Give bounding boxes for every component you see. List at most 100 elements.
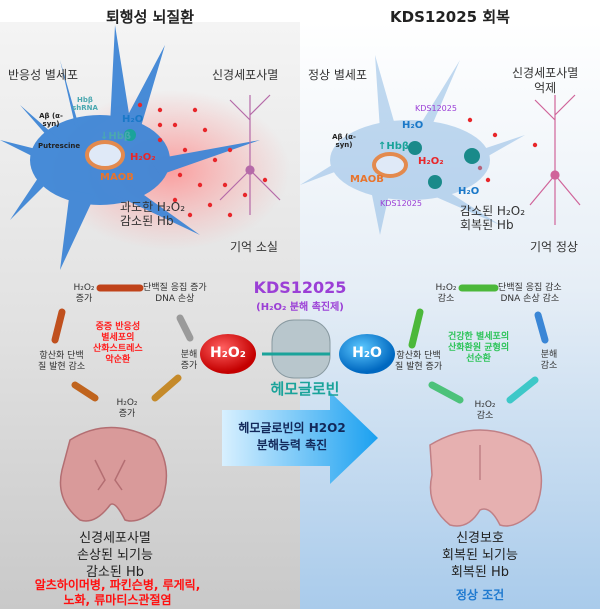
cycle-protein-aggregation-decrease: 단백질 응집 감소 DNA 손상 감소 — [498, 283, 562, 305]
h2o-label: H₂O — [122, 114, 144, 125]
h2o2-label-right: H₂O₂ — [418, 156, 444, 167]
ros-dot — [157, 137, 163, 143]
cycle-antioxidant-increase: 항산화 단백 질 발현 증가 — [395, 351, 442, 373]
neuron-label-line1: 신경세포사멸 — [512, 66, 579, 80]
hemoglobin-protein-image — [271, 319, 331, 379]
drug-description: (H₂O₂ 분해 촉진제) — [256, 302, 344, 313]
ros-dot — [212, 157, 218, 163]
virtuous-line: 산화환원 균형의 — [448, 343, 510, 353]
shrna-label: Hbβ shRNA — [72, 96, 98, 112]
abeta-label: Aβ (α-syn) — [39, 112, 63, 128]
kds-bottom-label: KDS12025 — [380, 199, 422, 208]
dying-neuron — [219, 94, 281, 215]
h2o2-label: H₂O₂ — [130, 152, 156, 163]
disease-list: 알츠하이머병, 파킨슨병, 루게릭, 노화, 류마티스관절염 — [10, 578, 225, 608]
ros-dot — [177, 172, 183, 178]
excess-h2o2: 과도한 H₂O₂ — [120, 200, 186, 214]
outcome-line: 감소된 Hb — [85, 565, 145, 580]
hemoglobin-icon — [124, 129, 136, 141]
h2o2-badge — [200, 334, 256, 374]
mitochondria-icon — [372, 152, 408, 178]
hemoglobin-label: 헤모글로빈 — [270, 380, 340, 398]
ros-dot — [227, 212, 233, 218]
arrow-text-line2: 분해능력 촉진 — [256, 438, 328, 452]
disease-line: 노화, 류마티스관절염 — [63, 593, 172, 607]
big-arrow — [222, 392, 378, 484]
cycle-h2o2-decrease-bottom: H₂O₂ 감소 — [474, 400, 496, 421]
ros-dot — [197, 182, 203, 188]
h2o-right-label: H₂O — [458, 186, 480, 197]
antioxidant-line2: 질 발현 증가 — [395, 362, 443, 372]
ros-dot — [485, 177, 491, 183]
normal-astrocyte — [300, 55, 525, 235]
antioxidant-line1: 항산화 단백 — [39, 351, 84, 361]
ros-dot — [137, 102, 143, 108]
ros-dot — [187, 212, 193, 218]
virtuous-cycle-arrows — [408, 284, 549, 404]
vicious-line: 산화스트레스 — [93, 344, 143, 354]
cycle-h2o2-increase-bottom: H₂O₂ 증가 — [116, 398, 138, 419]
dna-damage: DNA 손상 — [155, 294, 195, 304]
vicious-line: 별세포의 — [101, 333, 135, 343]
ros-dot — [222, 182, 228, 188]
ros-dot — [157, 122, 163, 128]
vicious-line: 악순환 — [105, 355, 131, 365]
h2o2-badge-label: H₂O₂ — [210, 345, 246, 361]
cycle-antioxidant-decrease: 항산화 단백 질 발현 감소 — [38, 351, 85, 373]
big-arrow-text: 헤모글로빈의 H2O2 분해능력 촉진 — [222, 420, 362, 454]
cycle-h2o2-increase-top: H₂O₂ 증가 — [73, 283, 95, 304]
h2o-top-label: H₂O — [402, 120, 424, 131]
ros-dots — [137, 102, 538, 218]
reactive-astrocyte-label: 반응성 별세포 — [8, 68, 79, 82]
ros-dot — [172, 197, 178, 203]
ros-dot — [202, 127, 208, 133]
cycle-h2o2-decrease-top: H₂O₂ 감소 — [435, 283, 457, 304]
outcome-line: 신경세포사멸 — [79, 531, 151, 546]
disease-line: 알츠하이머병, 파킨슨병, 루게릭, — [34, 578, 201, 592]
normal-astrocyte-label: 정상 별세포 — [308, 68, 368, 82]
recovery-title: KDS12025 회복 — [390, 8, 510, 26]
left-state-text: 과도한 H₂O₂ 감소된 Hb — [120, 200, 185, 228]
putrescine-label: Putrescine — [38, 142, 81, 150]
mitochondria-icon — [85, 140, 125, 170]
vicious-cycle-label: 중증 반응성 별세포의 산화스트레스 악순환 — [93, 322, 143, 366]
neuron-death-label: 신경세포사멸 — [212, 68, 279, 82]
arrow-text-line1: 헤모글로빈의 H2O2 — [238, 421, 346, 435]
hemoglobin-icon — [464, 148, 480, 164]
ros-dot — [172, 122, 178, 128]
maob-label: MAOB — [100, 172, 134, 183]
cycle-degradation-increase: 분해 증가 — [180, 350, 198, 371]
protein-aggregation-decrease: 단백질 응집 감소 — [498, 283, 562, 293]
healthy-brain-image — [429, 429, 543, 527]
kds-top-label: KDS12025 — [415, 104, 457, 113]
ros-dot — [262, 177, 268, 183]
cycle-protein-aggregation: 단백질 응집 증가 DNA 손상 — [143, 283, 207, 305]
outcome-line: 신경보호 — [456, 531, 504, 546]
ros-dot — [192, 107, 198, 113]
damaged-brain-image — [59, 426, 168, 522]
normal-condition-label: 정상 조건 — [455, 588, 505, 602]
outcome-line: 회복된 뇌기능 — [442, 548, 518, 563]
virtuous-cycle-label: 건강한 별세포의 산화환원 균형의 선순환 — [448, 332, 509, 365]
antioxidant-line1: 항산화 단백 — [396, 351, 441, 361]
ros-dot — [467, 117, 473, 123]
ros-dot — [242, 192, 248, 198]
disease-outcome: 신경세포사멸 손상된 뇌기능 감소된 Hb — [30, 530, 200, 581]
disease-title: 퇴행성 뇌질환 — [105, 8, 195, 26]
outcome-line: 회복된 Hb — [450, 565, 510, 580]
drug-name: KDS12025 — [253, 278, 347, 297]
hemoglobin-icon — [428, 175, 442, 189]
hbb-increase-label: ↑Hbβ — [378, 141, 410, 152]
hbb-decrease-label: ↓Hbβ — [100, 131, 132, 142]
ros-dot — [182, 147, 188, 153]
ros-dot — [492, 132, 498, 138]
virtuous-line: 선순환 — [466, 354, 491, 364]
vicious-cycle-arrows — [51, 284, 194, 402]
ros-dot — [227, 147, 233, 153]
right-state-text: 감소된 H₂O₂ 회복된 Hb — [460, 204, 525, 232]
ros-dot — [477, 165, 483, 171]
vicious-line: 중증 반응성 — [95, 322, 141, 332]
memory-normal-label: 기억 정상 — [530, 240, 578, 254]
h2o-badge — [339, 334, 395, 374]
